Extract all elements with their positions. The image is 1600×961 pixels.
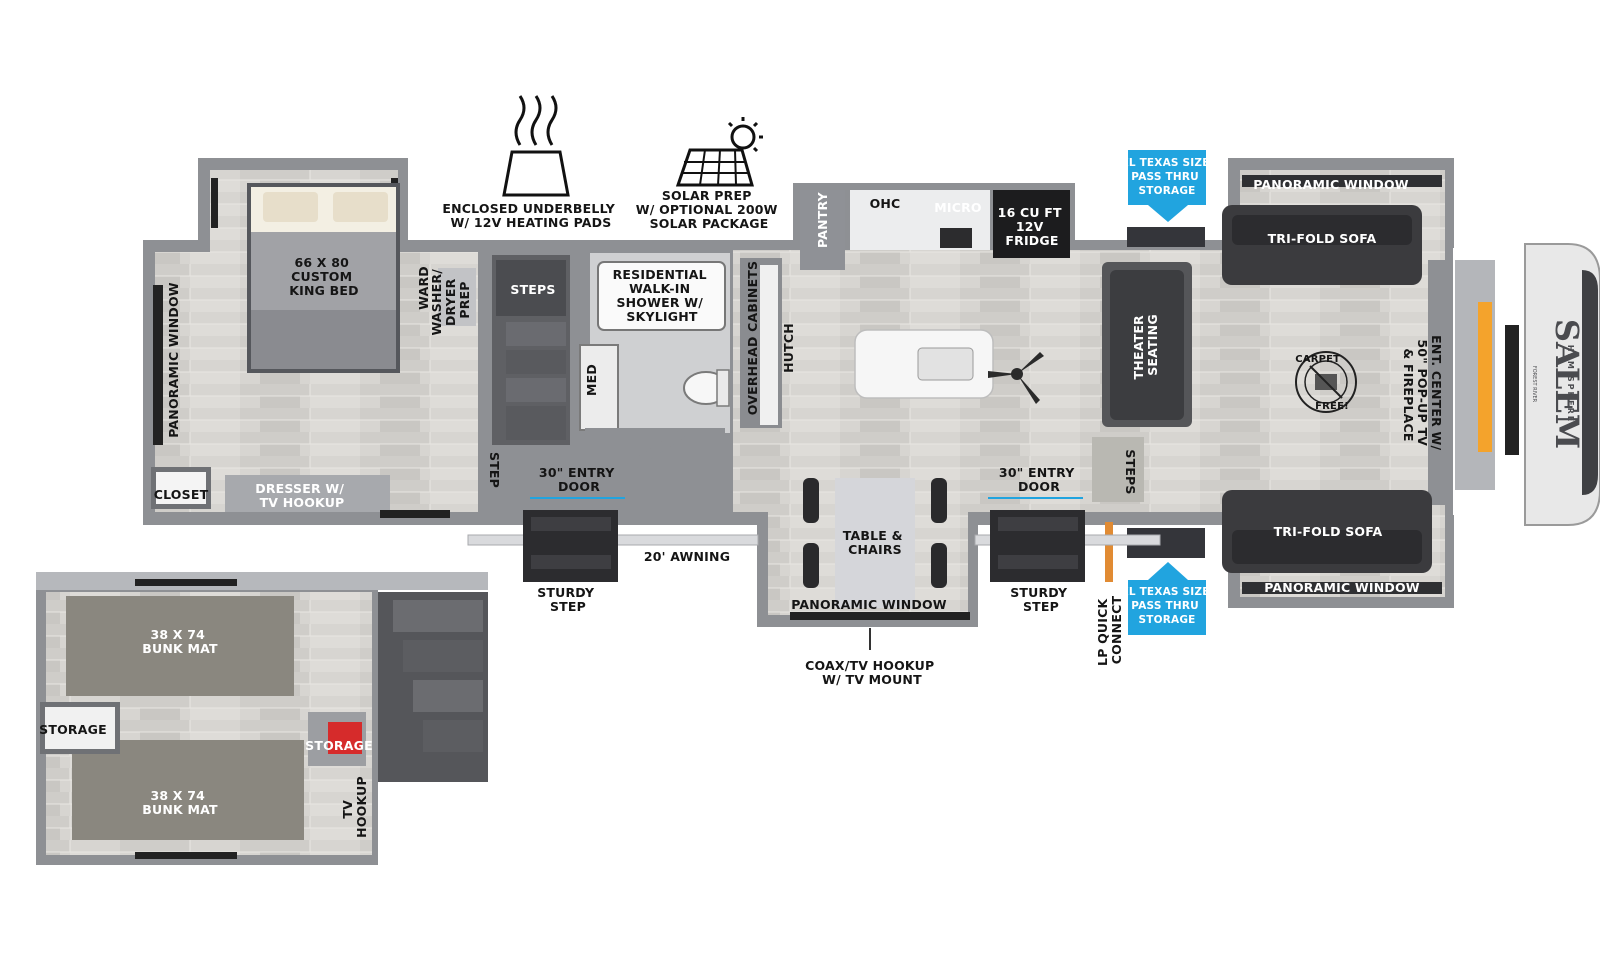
bunk-top-label: 38 X 74 BUNK MAT [142,627,218,656]
lp-label: LP QUICK CONNECT [1095,594,1124,666]
bath-wall [585,428,725,436]
bottom-window-label: PANORAMIC WINDOW [1264,580,1420,595]
loft-window-bottom [135,852,237,859]
solar-panel-icon [675,117,763,187]
dining-window-bar [790,612,970,620]
loft-window-top [135,579,237,586]
island-sink [917,347,974,381]
ceiling-fan-icon [988,352,1044,404]
bath-door-swing [625,430,685,472]
dresser-label: DRESSER W/ TV HOOKUP [255,481,348,510]
storage-bottom-label: XL TEXAS SIZE PASS THRU STORAGE [1121,586,1214,626]
underbelly-label: ENCLOSED UNDERBELLY W/ 12V HEATING PADS [442,201,619,230]
brand-tag: FOREST RIVER [1531,366,1537,403]
top-window-label: PANORAMIC WINDOW [1253,177,1409,192]
hutch-label: HUTCH [781,323,796,373]
vanity [579,344,619,431]
dining-table-label: TABLE & CHAIRS [843,528,907,557]
fridge-label: 16 CU FT 12V FRIDGE [998,205,1067,248]
ohc-label: OHC [870,196,901,211]
bedroom-partition [478,245,488,517]
sturdy-step-front [523,510,618,582]
bedroom-window-bar [153,285,163,445]
fireplace [1478,302,1492,452]
micro-label: MICRO [934,200,982,215]
bedroom-window-label: PANORAMIC WINDOW [166,282,181,438]
sturdy-step-rear-label: STURDY STEP [1010,585,1072,614]
storage-right-label: STORAGE [305,738,373,753]
entry-door-front-label: 30" ENTRY DOOR [539,465,619,494]
pantry [800,190,845,270]
theater-seating-label: THEATER SEATING [1131,311,1160,380]
step-block [480,445,500,495]
ent-center-label: ENT. CENTER W/ 50" POP-UP TV & FIREPLACE [1401,335,1444,455]
living-steps [1092,437,1144,502]
dining-chairs [803,478,947,588]
bunk-mat-top [66,596,294,696]
heating-pads-icon [502,95,570,197]
med-label: MED [584,364,599,396]
bunk-bottom-label: 38 X 74 BUNK MAT [142,788,218,817]
brand-name: SALEM [1548,319,1586,449]
sofa-top-label: TRI-FOLD SOFA [1268,231,1377,246]
dining-window-label: PANORAMIC WINDOW [791,597,947,612]
awning-label: 20' AWNING [644,549,730,564]
ward-label: WARD [416,266,431,310]
step-label: STEP [487,452,502,488]
pop-up-tv [1505,325,1519,455]
storage-top-label: XL TEXAS SIZE PASS THRU STORAGE [1121,157,1214,197]
storage-left-label: STORAGE [39,722,107,737]
carpet-free-label: CARPET FREE! [1295,350,1349,412]
dresser [225,475,390,512]
pantry-label: PANTRY [815,191,830,248]
storage-callout-bottom [1128,580,1206,635]
storage-hatch-top [1127,227,1205,247]
dining-table [835,478,915,608]
fridge [993,190,1070,258]
living-steps-label: STEPS [1123,449,1138,494]
solar-label: SOLAR PREP W/ OPTIONAL 200W SOLAR PACKAG… [636,188,782,231]
coax-label: COAX/TV HOOKUP W/ TV MOUNT [805,658,939,687]
front-cap [1524,243,1600,526]
bed-label: 66 X 80 CUSTOM KING BED [289,255,358,298]
washer-dryer-label: WASHER/ DRYER PREP [429,264,472,335]
storage-callout-bottom-arrow [1148,562,1188,580]
tv-hookup-label: TV HOOKUP [340,776,369,838]
entry-door-rear-label: 30" ENTRY DOOR [999,465,1079,494]
brand-sub: HEMISPHERE [1566,345,1575,424]
sturdy-step-rear [990,510,1085,582]
lp-line [1105,522,1113,582]
closet-label: CLOSET [154,487,209,502]
sofa-bottom-label: TRI-FOLD SOFA [1274,524,1383,539]
carpet-free-badge-icon [1295,351,1357,413]
walk-in-shower [597,261,726,331]
top-window-bar [1242,175,1442,187]
red-storage-bin [328,722,362,754]
shower-label: RESIDENTIAL WALK-IN SHOWER W/ SKYLIGHT [613,267,712,324]
microwave [940,228,972,248]
bedroom-door-sill [380,510,450,518]
bunk-mat-bottom [72,740,304,840]
overhead-cabinets-label: OVERHEAD CABINETS [745,261,760,416]
bath-stairs [492,255,570,445]
bottom-window-bar [1242,582,1442,594]
king-bed [247,183,400,373]
storage-callout-top [1128,150,1206,205]
sturdy-step-front-label: STURDY STEP [537,585,599,614]
stairs-label: STEPS [510,282,555,297]
bedroom-slide-window-left [211,178,218,228]
washer-dryer-cabinet [438,268,476,326]
